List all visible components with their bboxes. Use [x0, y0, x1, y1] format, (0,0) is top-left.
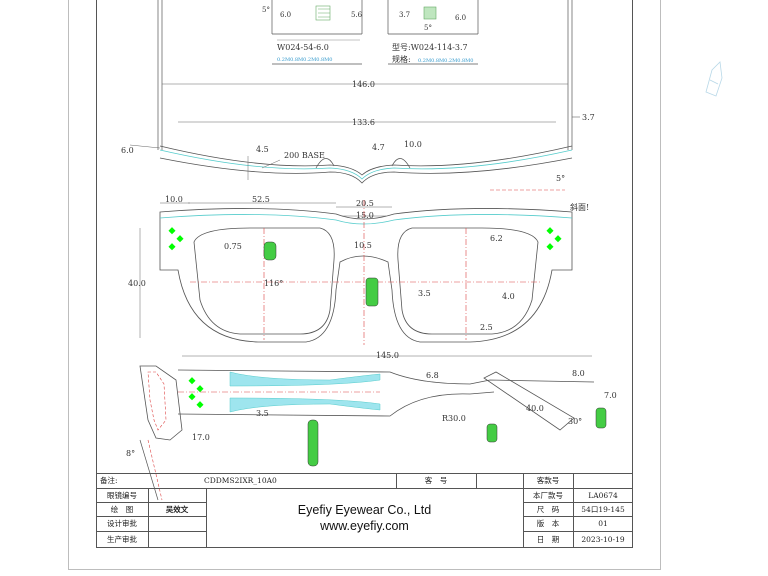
dim-6-8: 6.8 — [426, 371, 439, 380]
dim-7-0: 7.0 — [604, 391, 617, 400]
tl-dim-c: 5.6 — [351, 11, 363, 19]
dim-145: 145.0 — [376, 351, 399, 360]
hinge-detail-right: 3.7 6.0 5° 型号:W024-114-3.7 规格: 0.2M0.8M0… — [387, 0, 479, 65]
drawn-value: 吴效文 — [165, 504, 189, 514]
dim-146: 146.0 — [352, 80, 375, 89]
dim-30deg: 30° — [568, 417, 582, 426]
size-label: 尺 码 — [536, 504, 560, 514]
dim-4-5: 4.5 — [256, 145, 269, 154]
factory-no-label: 本厂款号 — [533, 490, 563, 500]
dim-r30: R30.0 — [442, 414, 466, 423]
bevel-note: 斜面! — [570, 202, 589, 212]
dim-40-0b: 40.0 — [526, 404, 544, 413]
top-view: 146.0 133.6 3.7 6.0 4.5 200 BASE 4.7 10.… — [121, 0, 595, 191]
version-label: 版 本 — [536, 519, 560, 528]
cust-model-value — [573, 473, 633, 488]
factory-no-value: LA0674 — [588, 490, 618, 500]
svg-text:型号:W024-114-3.7: 型号:W024-114-3.7 — [392, 43, 468, 52]
dim-15-0: 15.0 — [356, 211, 374, 220]
dim-10-0b: 10.0 — [165, 195, 183, 204]
tl-dim-a: 5° — [262, 6, 270, 14]
dim-20-5: 20.5 — [356, 199, 374, 208]
customer-label: 客 号 — [424, 476, 448, 485]
cust-model-label: 客款号 — [536, 476, 560, 485]
tl-dim-b: 6.0 — [280, 11, 291, 19]
drawn-label: 绘 图 — [110, 504, 134, 514]
tr-spec-label: 规格: — [392, 54, 411, 64]
dim-52-5: 52.5 — [252, 195, 270, 204]
customer-value — [476, 473, 523, 488]
production-review-label: 生产审批 — [107, 535, 137, 544]
temple-view: 145.0 6.8 8.0 7.0 40.0 R30.0 30° 3.5 17.… — [126, 351, 617, 501]
dim-133: 133.6 — [352, 118, 375, 127]
dim-3-5b: 3.5 — [256, 409, 269, 418]
size-value: 54口19-145 — [581, 504, 625, 514]
svg-text:规格:: 规格: — [392, 54, 411, 64]
tr-dim-a: 3.7 — [399, 11, 410, 19]
dim-3-5a: 3.5 — [418, 289, 431, 298]
dim-5deg: 5° — [556, 174, 565, 183]
dim-17-0: 17.0 — [192, 433, 210, 442]
dim-6-2: 6.2 — [490, 234, 503, 243]
company-block: Eyefiy Eyewear Co., Ltd www.eyefiy.com — [206, 491, 523, 545]
company-web: www.eyefiy.com — [320, 519, 409, 533]
tr-dim-b: 6.0 — [455, 14, 466, 22]
dim-2-5: 2.5 — [480, 323, 493, 332]
dim-0-75: 0.75 — [224, 242, 242, 251]
faint-stamp-icon — [705, 61, 723, 97]
tl-model: W024-54-6.0 — [277, 43, 329, 52]
dim-40-0: 40.0 — [128, 279, 146, 288]
title-block: 备注: CDDMS2IXR_10A0 客 号 客款号 眼镜编号 绘 图 吴效文 … — [96, 473, 633, 548]
design-review-label: 设计审批 — [107, 519, 137, 528]
dim-3-7: 3.7 — [582, 113, 595, 122]
company-name: Eyefiy Eyewear Co., Ltd — [297, 503, 432, 517]
tr-model: W024-114-3.7 — [411, 43, 468, 52]
tr-dim-c: 5° — [424, 24, 432, 32]
tl-spec: 0.2M0.8M0.2M0.8M0 — [277, 57, 332, 63]
dim-6-0: 6.0 — [121, 146, 134, 155]
date-label: 日 期 — [536, 535, 560, 544]
drawing-sheet — [68, 0, 661, 570]
hinge-detail-left: 5° 6.0 5.6 W024-54-6.0 0.2M0.8M0.2M0.8M0 — [262, 0, 363, 65]
drawing-frame — [96, 0, 633, 548]
dim-4-0: 4.0 — [502, 292, 515, 301]
version-value: 01 — [598, 519, 608, 528]
dim-116deg: 116° — [264, 279, 283, 288]
dim-4-7: 4.7 — [372, 143, 385, 152]
remark-label: 备注: — [100, 476, 118, 485]
dim-10-0a: 10.0 — [404, 140, 422, 149]
date-value: 2023-10-19 — [581, 535, 625, 544]
dim-8deg: 8° — [126, 449, 135, 458]
tr-spec: 0.2M0.8M0.2M0.8M0 — [418, 58, 473, 64]
front-view: 10.0 52.5 20.5 15.0 斜面! 40.0 0.75 116° 1… — [128, 195, 589, 345]
base-curve: 200 BASE — [284, 151, 325, 160]
tr-model-label: 型号: — [392, 43, 411, 52]
dim-10-5: 10.5 — [354, 241, 372, 250]
dim-8-0: 8.0 — [572, 369, 585, 378]
remark-value: CDDMS2IXR_10A0 — [204, 476, 277, 485]
sample-no-label: 眼镜编号 — [107, 490, 137, 500]
